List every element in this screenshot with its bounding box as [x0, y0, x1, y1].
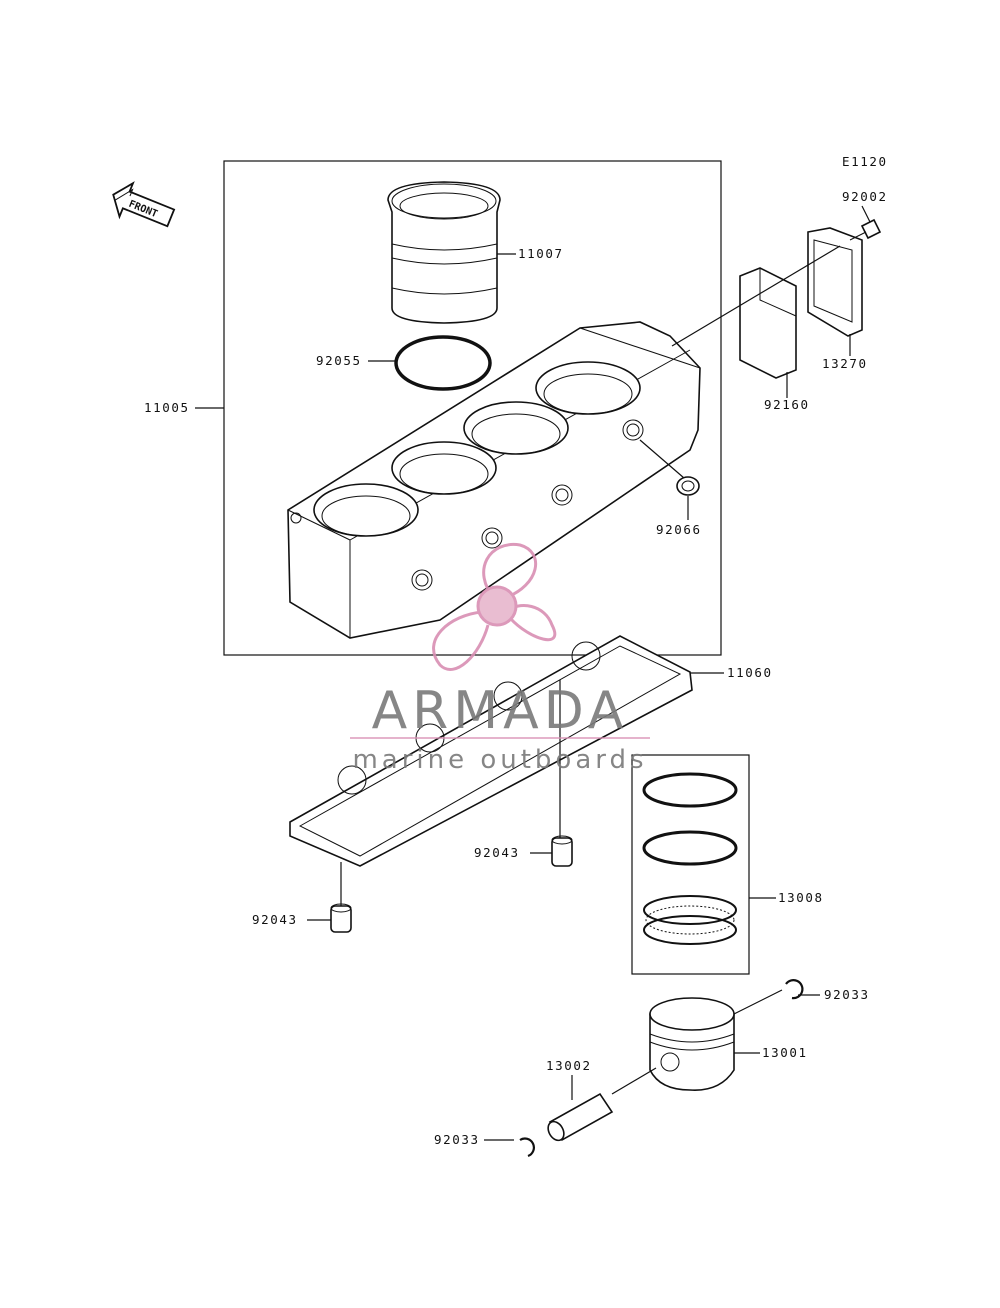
dowel-pin-part-b	[330, 903, 352, 933]
grommet-part	[676, 476, 700, 496]
piston-rings-part	[642, 772, 738, 945]
callout-92033-b: 92033	[434, 1132, 480, 1147]
piston-ring-frame	[631, 754, 750, 975]
head-gasket-part	[289, 635, 693, 867]
callout-92043-a: 92043	[474, 845, 520, 860]
callout-92043-b: 92043	[252, 912, 298, 927]
watermark-tagline: marine outboards	[352, 745, 647, 775]
gasket-block-part	[739, 267, 797, 379]
dowel-pin-part-a	[551, 835, 573, 867]
callout-13001: 13001	[762, 1045, 808, 1060]
circlip-part-b	[519, 1137, 535, 1158]
callout-11005: 11005	[144, 400, 190, 415]
front-arrow-icon: FRONT	[112, 181, 176, 228]
piston-part	[649, 997, 735, 1091]
callout-92066: 92066	[656, 522, 702, 537]
callout-92002: 92002	[842, 189, 888, 204]
callout-13008: 13008	[778, 890, 824, 905]
callout-13270: 13270	[822, 356, 868, 371]
callout-92160: 92160	[764, 397, 810, 412]
watermark-brand: ARMADA	[372, 681, 629, 741]
cover-plate-part	[807, 227, 863, 337]
callout-11060: 11060	[727, 665, 773, 680]
cylinder-liner-part	[387, 181, 501, 324]
callout-11007: 11007	[518, 246, 564, 261]
propeller-icon	[432, 542, 557, 671]
diagram-code: E1120	[842, 154, 888, 169]
cylinder-block-part	[287, 321, 701, 639]
piston-pin-part	[547, 1092, 614, 1142]
callout-92055: 92055	[316, 353, 362, 368]
armada-watermark-logo: ARMADA marine outboards	[350, 542, 650, 775]
circlip-part-a	[785, 979, 804, 1000]
callout-13002: 13002	[546, 1058, 592, 1073]
callout-92033-a: 92033	[824, 987, 870, 1002]
o-ring-part	[394, 335, 492, 391]
leader-lines	[195, 205, 871, 1141]
